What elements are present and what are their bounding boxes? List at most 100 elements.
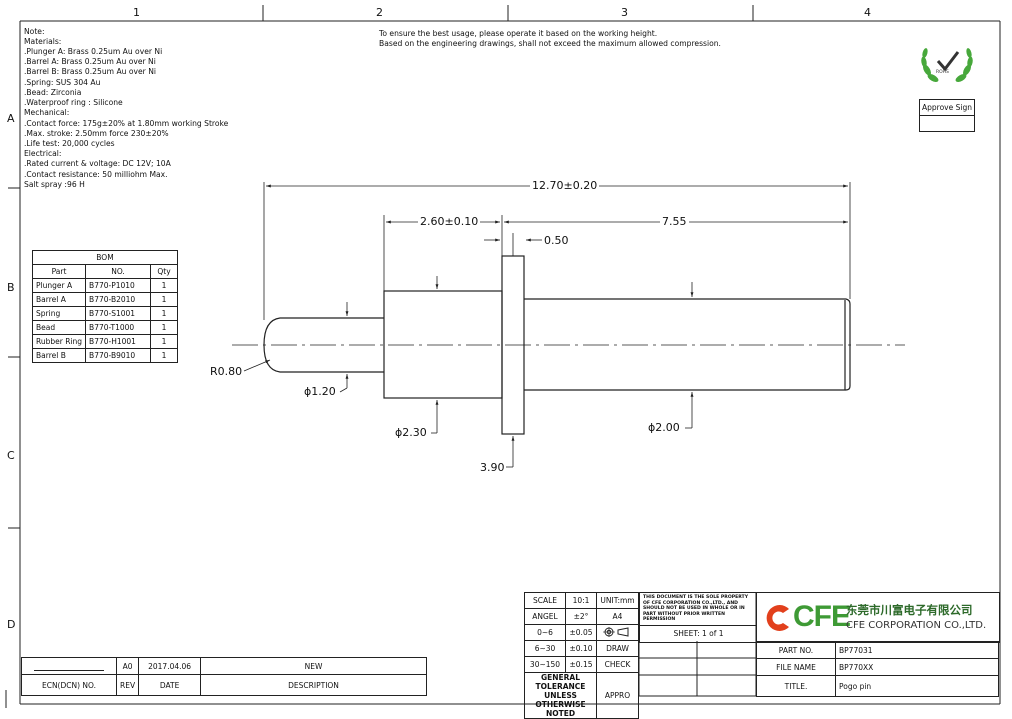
property-notice: THIS DOCUMENT IS THE SOLE PROPERTY OF CF… bbox=[643, 595, 749, 622]
note-line: .Max. stroke: 2.50mm force 230±20% bbox=[24, 129, 169, 138]
bom-header-row: Part NO. Qty bbox=[31, 264, 178, 279]
tolerance-row: 0~6 ±0.05 bbox=[524, 624, 639, 641]
tolerance-table: SCALE 10:1 UNIT:mm ANGEL ±2° A4 0~6 ±0.0… bbox=[524, 592, 639, 719]
title-row: FILE NAME BP770XX bbox=[756, 658, 999, 676]
note-line: .Waterproof ring : Silicone bbox=[24, 98, 123, 107]
bom-cell: 1 bbox=[150, 334, 178, 349]
revision-table: A0 2017.04.06 NEW ECN(DCN) NO. REV DATE … bbox=[21, 657, 427, 696]
tolerance-cell: ±2° bbox=[565, 608, 597, 625]
note-line: .Barrel A: Brass 0.25um Au over Ni bbox=[24, 57, 156, 66]
tolerance-cell: UNIT:mm bbox=[596, 592, 639, 609]
bom-table: BOM Part NO. Qty Plunger A B770-P1010 1 … bbox=[31, 250, 178, 363]
dim-overall: 12.70±0.20 bbox=[530, 179, 600, 192]
bom-cell: 1 bbox=[150, 348, 178, 363]
note-line: .Contact force: 175g±20% at 1.80mm worki… bbox=[24, 119, 229, 128]
note-line: Materials: bbox=[24, 37, 62, 46]
revision-ecn bbox=[21, 657, 117, 675]
note-line: .Spring: SUS 304 Au bbox=[24, 78, 101, 87]
tolerance-cell: 0~6 bbox=[524, 624, 566, 641]
note-line: .Barrel B: Brass 0.25um Au over Ni bbox=[24, 67, 157, 76]
bom-cell: Barrel B bbox=[31, 348, 87, 363]
property-notice-box: THIS DOCUMENT IS THE SOLE PROPERTY OF CF… bbox=[639, 592, 758, 626]
revision-header-ecn: ECN(DCN) NO. bbox=[21, 674, 117, 696]
dim-plunger-length: 2.60±0.10 bbox=[418, 215, 481, 228]
bom-cell: B770-B9010 bbox=[85, 348, 151, 363]
zone-row-b: B bbox=[7, 281, 15, 294]
tolerance-cell: 6~30 bbox=[524, 640, 566, 657]
note-line: Salt spray :96 H bbox=[24, 180, 85, 189]
tolerance-cell: 30~150 bbox=[524, 656, 566, 673]
tolerance-cell: ±0.10 bbox=[565, 640, 597, 657]
title-row: TITLE. Pogo pin bbox=[756, 675, 999, 697]
usage-note: Based on the engineering drawings, shall… bbox=[379, 39, 721, 48]
title-table: PART NO. BP77031 FILE NAME BP770XX TITLE… bbox=[756, 641, 999, 697]
projection-symbol-icon bbox=[596, 624, 639, 641]
bom-row: Barrel B B770-B9010 1 bbox=[31, 348, 178, 363]
part-no-label: PART NO. bbox=[756, 641, 836, 659]
revision-date: 2017.04.06 bbox=[138, 657, 202, 675]
dim-flange-diameter: 3.90 bbox=[480, 461, 505, 474]
tolerance-row: ANGEL ±2° A4 bbox=[524, 608, 639, 625]
dim-barrel-a-diameter: ϕ2.30 bbox=[395, 426, 427, 439]
note-line: Electrical: bbox=[24, 149, 62, 158]
sheet-number: SHEET: 1 of 1 bbox=[639, 625, 758, 643]
tolerance-cell: DRAW bbox=[596, 640, 639, 657]
title-value: Pogo pin bbox=[835, 675, 999, 697]
company-en-name: CFE CORPORATION CO.,LTD. bbox=[846, 620, 987, 631]
approve-sign-label: Approve Sign bbox=[920, 100, 974, 116]
tolerance-cell: CHECK bbox=[596, 656, 639, 673]
dim-barrel-b-diameter: ϕ2.00 bbox=[648, 421, 680, 434]
note-line: .Contact resistance: 50 milliohm Max. bbox=[24, 170, 168, 179]
title-label: TITLE. bbox=[756, 675, 836, 697]
note-line: Note: bbox=[24, 27, 45, 36]
rohs-badge-icon bbox=[921, 48, 973, 82]
revision-header-date: DATE bbox=[138, 674, 202, 696]
tolerance-row: 6~30 ±0.10 DRAW bbox=[524, 640, 639, 657]
dim-barrel-length: 7.55 bbox=[660, 215, 689, 228]
tolerance-cell: A4 bbox=[596, 608, 639, 625]
zone-col-2: 2 bbox=[376, 6, 383, 19]
bom-row: Rubber Ring B770-H1001 1 bbox=[31, 334, 178, 349]
company-logo-box: CFE 东莞市川富电子有限公司 CFE CORPORATION CO.,LTD. bbox=[756, 592, 1000, 643]
tolerance-cell: ANGEL bbox=[524, 608, 566, 625]
zone-row-a: A bbox=[7, 112, 15, 125]
file-name-label: FILE NAME bbox=[756, 658, 836, 676]
tolerance-cell: SCALE bbox=[524, 592, 566, 609]
dim-radius: R0.80 bbox=[210, 365, 243, 378]
revision-header-rev: REV bbox=[115, 674, 140, 696]
note-line: .Rated current & voltage: DC 12V; 10A bbox=[24, 159, 171, 168]
tolerance-cell: ±0.05 bbox=[565, 624, 597, 641]
bom-row: Plunger A B770-P1010 1 bbox=[31, 278, 178, 293]
revision-row: A0 2017.04.06 NEW bbox=[21, 657, 427, 675]
revision-rev: A0 bbox=[115, 657, 140, 675]
tolerance-row: 30~150 ±0.15 CHECK bbox=[524, 656, 639, 673]
dim-flange-thickness: 0.50 bbox=[544, 234, 569, 247]
company-cn-name: 东莞市川富电子有限公司 bbox=[846, 603, 973, 617]
file-name-value: BP770XX bbox=[835, 658, 999, 676]
revision-header-row: ECN(DCN) NO. REV DATE DESCRIPTION bbox=[21, 674, 427, 696]
barrel-b-outline bbox=[524, 298, 851, 391]
rohs-label: ROHS bbox=[936, 70, 949, 75]
note-line: .Bead: Zirconia bbox=[24, 88, 82, 97]
note-line: Mechanical: bbox=[24, 108, 70, 117]
company-logo-text: CFE bbox=[793, 600, 851, 633]
bom-cell: Rubber Ring bbox=[31, 334, 87, 349]
zone-col-3: 3 bbox=[621, 6, 628, 19]
bom-row: Spring B770-S1001 1 bbox=[31, 306, 178, 321]
dim-plunger-diameter: ϕ1.20 bbox=[304, 385, 336, 398]
title-row: PART NO. BP77031 bbox=[756, 641, 999, 659]
zone-row-d: D bbox=[7, 618, 16, 631]
tolerance-cell: ±0.15 bbox=[565, 656, 597, 673]
tolerance-cell: APPRO bbox=[596, 672, 639, 719]
revision-header-description: DESCRIPTION bbox=[200, 674, 427, 696]
usage-note: To ensure the best usage, please operate… bbox=[379, 29, 658, 38]
tolerance-row: GENERAL TOLERANCE UNLESS OTHERWISE NOTED… bbox=[524, 672, 639, 719]
general-tolerance-label: GENERAL TOLERANCE UNLESS OTHERWISE NOTED bbox=[524, 672, 597, 719]
zone-row-c: C bbox=[7, 449, 15, 462]
barrel-a-outline bbox=[383, 290, 503, 399]
note-line: .Plunger A: Brass 0.25um Au over Ni bbox=[24, 47, 163, 56]
cfe-logo-c-icon bbox=[766, 605, 789, 631]
tolerance-cell: 10:1 bbox=[565, 592, 597, 609]
